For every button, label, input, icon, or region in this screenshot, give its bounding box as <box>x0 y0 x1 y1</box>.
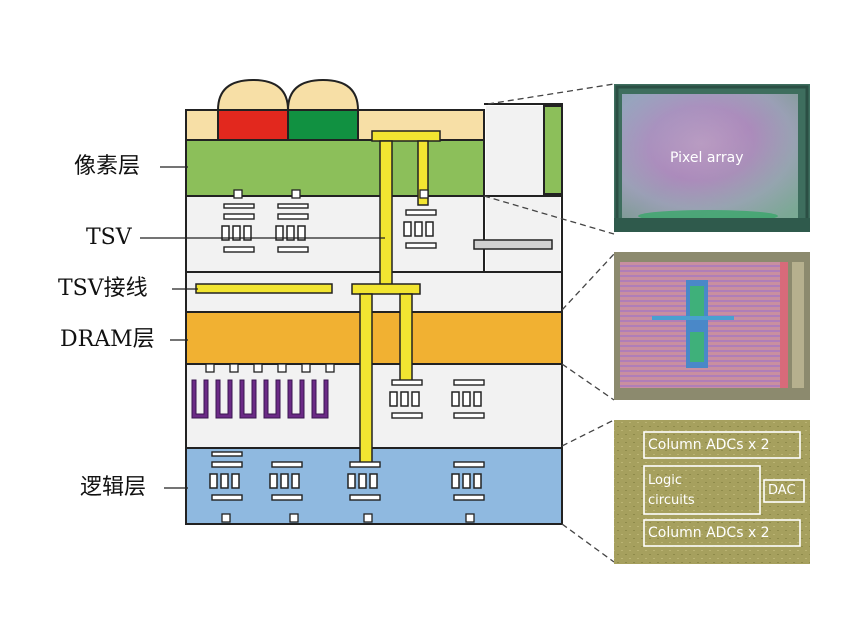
tsv-wiring-strip <box>195 283 333 294</box>
logic-photo <box>614 420 810 564</box>
via-pad <box>291 189 301 199</box>
cutaway-pad <box>473 239 553 250</box>
tsv-upper <box>371 130 441 286</box>
logic-circuits-box <box>643 465 761 515</box>
column-adcs-top-box <box>643 431 801 459</box>
via-pad <box>221 513 231 523</box>
dram-layer-block <box>185 311 563 365</box>
tsv-lower <box>351 283 421 465</box>
transistor-group <box>403 209 437 249</box>
transistor-group <box>451 461 485 501</box>
via-pad <box>253 363 263 373</box>
label-tsv-wiring: TSV接线 <box>58 276 148 301</box>
label-logic-layer: 逻辑层 <box>80 475 147 500</box>
dac-box <box>763 479 805 503</box>
via-pad <box>289 513 299 523</box>
label-dram-layer: DRAM层 <box>60 327 155 352</box>
dac-text: DAC <box>768 483 796 498</box>
cutaway-green-pillar <box>543 105 563 195</box>
dram-circuit-region <box>185 363 563 449</box>
green-color-filter <box>287 109 359 141</box>
logic-circuits-text-1: Logic <box>648 473 682 488</box>
dram-capacitor <box>191 379 209 419</box>
via-pad <box>233 189 243 199</box>
label-tsv: TSV <box>86 225 132 250</box>
transistor-group <box>451 379 485 419</box>
via-pad <box>277 363 287 373</box>
transistor-group <box>389 379 423 419</box>
red-color-filter <box>217 109 289 141</box>
pixel-array-text: Pixel array <box>670 150 744 166</box>
connector-pixel-bottom <box>483 195 615 235</box>
column-adcs-bottom-box <box>643 519 801 547</box>
connector-logic-top <box>561 419 615 447</box>
microlens-right <box>286 78 360 111</box>
via-pad <box>363 513 373 523</box>
connector-pixel-top <box>487 83 615 105</box>
column-adcs-top-text: Column ADCs x 2 <box>648 437 770 453</box>
transistor-group <box>275 203 309 253</box>
via-pad <box>325 363 335 373</box>
connector-dram-bottom <box>561 363 615 401</box>
dram-capacitor <box>239 379 257 419</box>
transistor-group <box>221 203 255 253</box>
pixel-layer-block <box>185 139 485 197</box>
logic-circuits-text-2: circuits <box>648 493 695 508</box>
via-pad <box>229 363 239 373</box>
dram-capacitor <box>215 379 233 419</box>
dram-photo <box>614 252 810 400</box>
dram-capacitor <box>311 379 329 419</box>
transistor-groups <box>205 189 485 523</box>
transistor-group <box>209 451 243 501</box>
column-adcs-bottom-text: Column ADCs x 2 <box>648 525 770 541</box>
dram-capacitors <box>191 379 329 419</box>
connector-dram-top <box>561 253 615 311</box>
connector-logic-bottom <box>561 523 615 563</box>
label-pixel-layer: 像素层 <box>74 154 141 179</box>
via-pad <box>205 363 215 373</box>
via-pad <box>465 513 475 523</box>
via-pad <box>301 363 311 373</box>
dram-capacitor <box>287 379 305 419</box>
microlens-left <box>216 78 290 111</box>
dram-capacitor <box>263 379 281 419</box>
pixel-array-photo <box>614 84 810 232</box>
transistor-group <box>347 461 381 501</box>
transistor-group <box>269 461 303 501</box>
via-pad <box>419 189 429 199</box>
